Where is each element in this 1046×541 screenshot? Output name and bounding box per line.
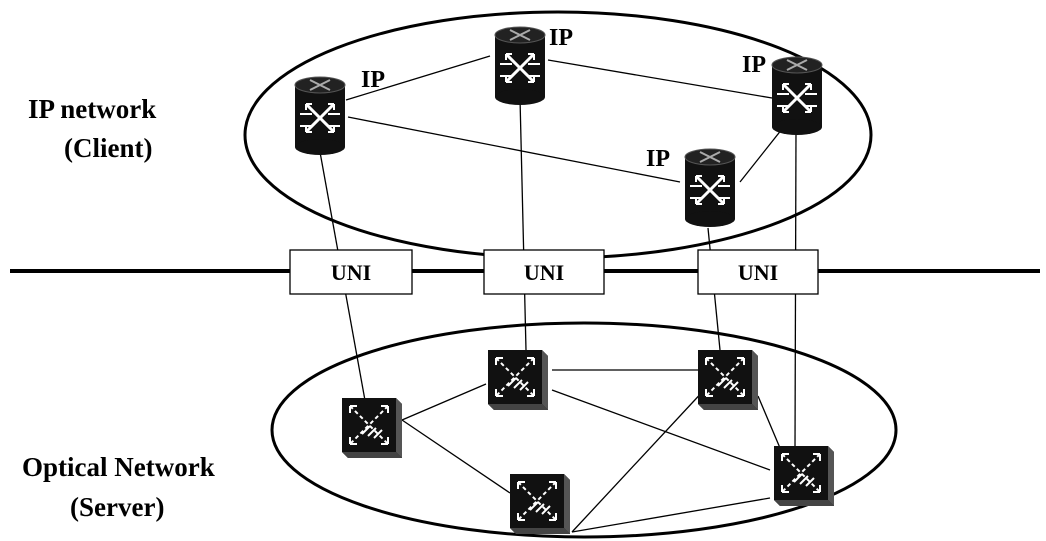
router-ip-label: IP — [549, 25, 573, 51]
optical-link — [757, 395, 781, 449]
optical-network-ellipse — [270, 321, 898, 539]
optical-switch-icon — [487, 349, 549, 411]
optical-network-subtitle: (Server) — [70, 492, 164, 522]
ip-router-icon — [293, 75, 347, 157]
uni-label: UNI — [331, 260, 371, 285]
uni-box-3: UNI — [697, 249, 819, 295]
router-ip-label: IP — [646, 146, 670, 172]
ip-link — [347, 116, 681, 183]
ip-link — [547, 59, 773, 99]
optical-switch-icon — [341, 397, 403, 459]
ip-router-icon — [683, 147, 737, 229]
ip-network-subtitle: (Client) — [64, 133, 152, 163]
router-ip-label: IP — [361, 67, 385, 93]
optical-switch-icon — [697, 349, 759, 411]
uni-label: UNI — [524, 260, 564, 285]
optical-switch-icon — [509, 473, 571, 535]
ip-router-icon — [770, 55, 824, 137]
router-ip-label: IP — [742, 52, 766, 78]
optical-link — [551, 389, 771, 471]
ip-optical-link — [519, 97, 527, 351]
optical-link — [571, 387, 707, 533]
optical-link — [401, 419, 511, 494]
ip-link — [345, 55, 491, 101]
optical-switch-icon — [773, 445, 835, 507]
ip-router-icon — [493, 25, 547, 107]
ip-link — [739, 123, 787, 183]
ip-network-title: IP network — [28, 94, 156, 124]
optical-link — [571, 497, 771, 533]
uni-label: UNI — [738, 260, 778, 285]
uni-box-2: UNI — [483, 249, 605, 295]
optical-link — [401, 383, 487, 421]
uni-box-1: UNI — [289, 249, 413, 295]
optical-network-title: Optical Network — [22, 452, 215, 482]
